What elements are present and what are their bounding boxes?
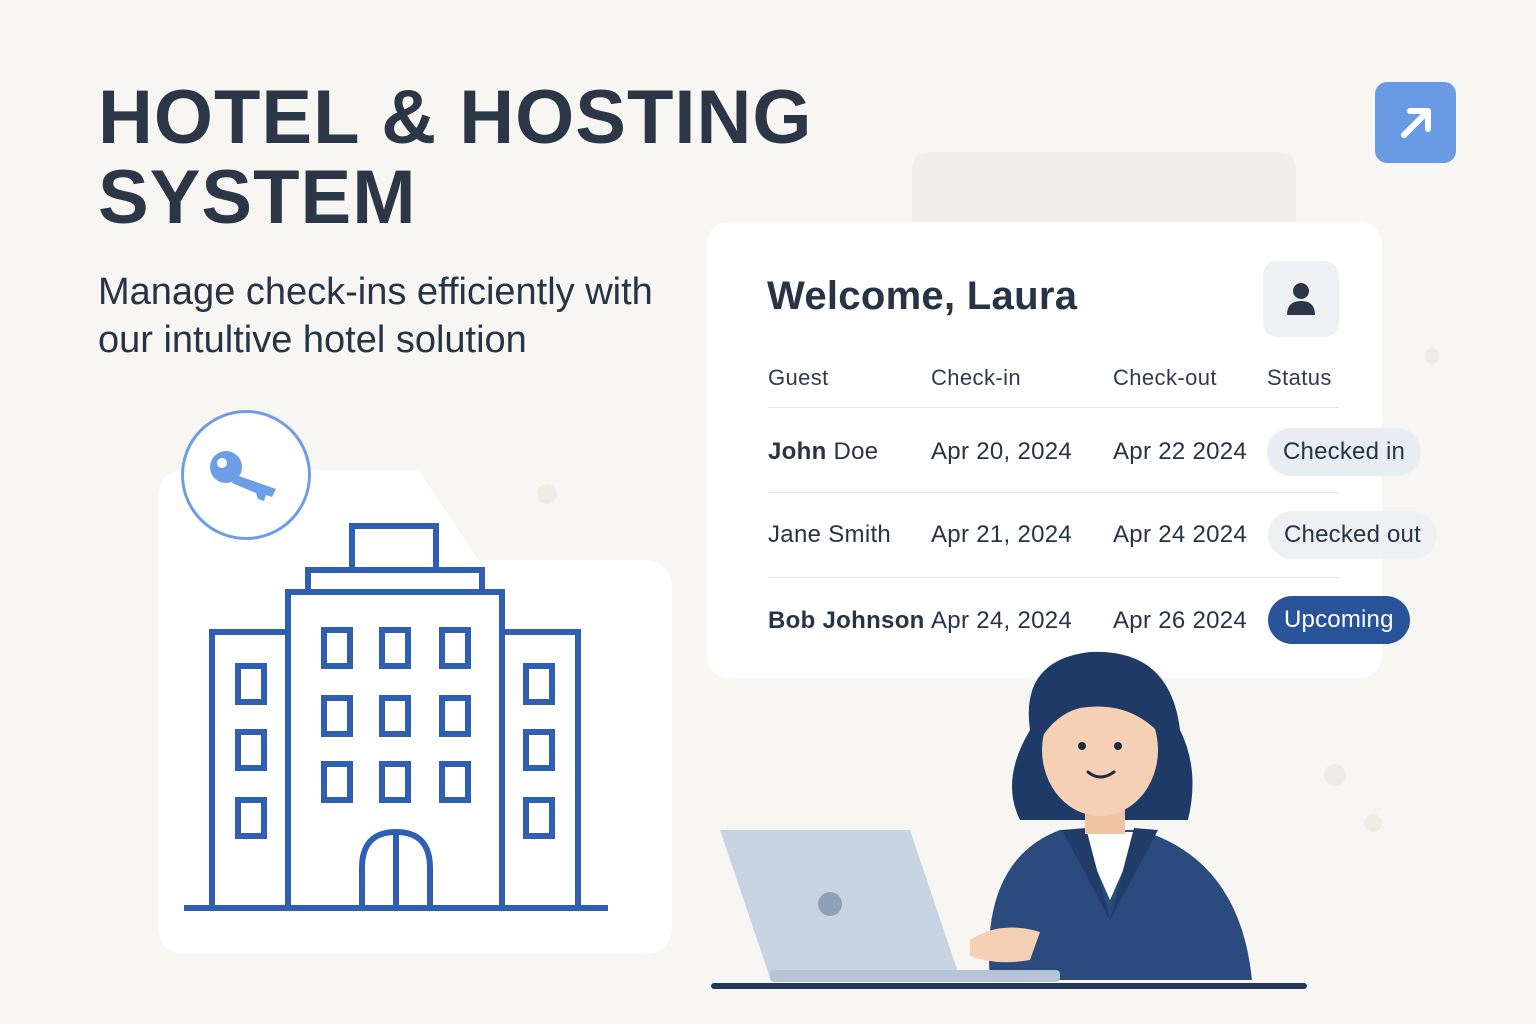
row-divider [768, 577, 1339, 578]
guest-name: John Doe [768, 438, 879, 465]
check-out-date: Apr 24 2024 [1113, 521, 1248, 548]
page-subtitle: Manage check-ins efficiently with our in… [98, 271, 653, 361]
check-in-date: Apr 24, 2024 [931, 607, 1073, 634]
header-divider [768, 407, 1339, 408]
user-icon [1287, 283, 1315, 315]
receptionist-illustration [711, 651, 1307, 989]
dashboard-card: Welcome, Laura Guest Check-in Check-out … [707, 222, 1437, 678]
guest-name: Bob Johnson [768, 607, 925, 634]
welcome-heading: Welcome, Laura [767, 274, 1078, 318]
decor-dot [537, 484, 557, 504]
arrow-up-right-icon [1400, 107, 1431, 138]
column-header-guest[interactable]: Guest [768, 365, 829, 390]
status-badge[interactable]: Checked in [1267, 428, 1422, 476]
column-header-check-out[interactable]: Check-out [1113, 365, 1217, 390]
check-out-date: Apr 22 2024 [1113, 438, 1248, 465]
status-badge[interactable]: Checked out [1268, 511, 1437, 559]
column-header-status[interactable]: Status [1267, 365, 1332, 390]
hotel-building-icon [184, 523, 608, 911]
check-in-date: Apr 21, 2024 [931, 521, 1073, 548]
decor-dot [1324, 764, 1346, 786]
check-in-date: Apr 20, 2024 [931, 438, 1073, 465]
row-divider [768, 492, 1339, 493]
open-external-button[interactable] [1375, 82, 1456, 163]
avatar-button[interactable] [1263, 261, 1339, 337]
page-title: HOTEL & HOSTING SYSTEM [98, 75, 813, 240]
guest-name: Jane Smith [768, 521, 892, 548]
check-out-date: Apr 26 2024 [1113, 607, 1248, 634]
key-badge [181, 410, 311, 540]
status-badge[interactable]: Upcoming [1268, 596, 1410, 644]
decor-dot [1364, 814, 1382, 832]
decor-dot [1424, 348, 1440, 364]
key-icon [210, 451, 276, 501]
column-header-check-in[interactable]: Check-in [931, 365, 1022, 390]
